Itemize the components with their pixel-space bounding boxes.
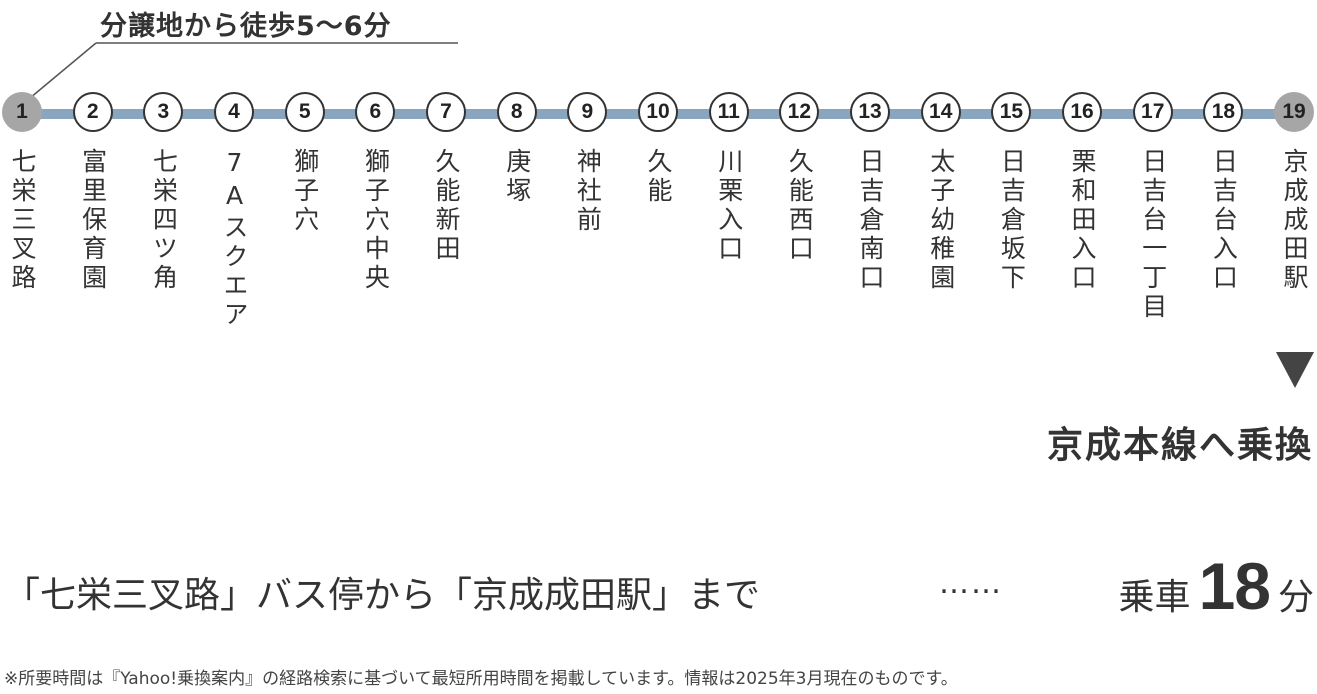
stop-name-17: 日吉台一丁目: [1138, 148, 1168, 322]
stop-number-2: 2: [72, 92, 113, 132]
ride-label: 乗車: [1118, 577, 1191, 618]
stop-number-13: 13: [850, 92, 891, 132]
stop-number-18: 18: [1203, 92, 1244, 132]
stop-name-19: 京成成田駅: [1280, 148, 1310, 293]
ride-leader-dots: ……: [939, 566, 1003, 601]
stop-name-2: 富里保育園: [78, 148, 108, 293]
stop-name-11: 川栗入口: [714, 148, 744, 264]
stop-number-10: 10: [638, 92, 679, 132]
stop-number-1: 1: [2, 92, 42, 132]
stop-number-17: 17: [1132, 92, 1173, 132]
stop-number-6: 6: [355, 92, 396, 132]
footnote: ※所要時間は『Yahoo!乗換案内』の経路検索に基づいて最短所用時間を掲載してい…: [4, 669, 958, 689]
walk-time-note: 分譲地から徒歩5〜6分: [100, 11, 392, 42]
stop-number-15: 15: [991, 92, 1032, 132]
stop-name-1: 七栄三叉路: [8, 148, 37, 293]
stop-name-5: 獅子穴: [290, 148, 320, 235]
stop-name-8: 庚塚: [502, 148, 532, 206]
stop-number-7: 7: [426, 92, 467, 132]
walk-note-leader-line: [29, 42, 458, 99]
stop-name-13: 日吉倉南口: [856, 148, 886, 293]
stop-number-3: 3: [143, 92, 184, 132]
ride-description: 「七栄三叉路」バス停から「京成成田駅」まで: [4, 575, 761, 616]
stop-name-10: 久能: [644, 148, 674, 206]
stop-number-9: 9: [567, 92, 608, 132]
stop-name-4: 7Aスクエア: [220, 148, 249, 330]
stop-name-12: 久能西口: [785, 148, 815, 264]
stop-number-16: 16: [1062, 92, 1103, 132]
stop-number-19: 19: [1274, 92, 1315, 132]
stop-name-18: 日吉台入口: [1209, 148, 1239, 293]
stop-name-14: 太子幼稚園: [926, 148, 956, 293]
ride-unit: 分: [1277, 577, 1314, 618]
stop-name-15: 日吉倉坂下: [997, 148, 1027, 293]
stop-name-9: 神社前: [573, 148, 603, 235]
stop-name-3: 七栄四ツ角: [149, 148, 179, 293]
stop-name-16: 栗和田入口: [1068, 148, 1098, 293]
stop-name-7: 久能新田: [432, 148, 462, 264]
stop-number-5: 5: [284, 92, 325, 132]
ride-minutes: 18: [1198, 549, 1271, 623]
stop-number-8: 8: [496, 92, 537, 132]
stop-number-4: 4: [214, 92, 254, 132]
stop-number-14: 14: [920, 92, 961, 132]
stop-number-12: 12: [779, 92, 820, 132]
transfer-note: 京成本線へ乗換: [1046, 425, 1313, 466]
down-arrow-icon: [1276, 352, 1314, 388]
stop-number-11: 11: [708, 92, 749, 132]
stop-name-6: 獅子穴中央: [361, 148, 391, 293]
